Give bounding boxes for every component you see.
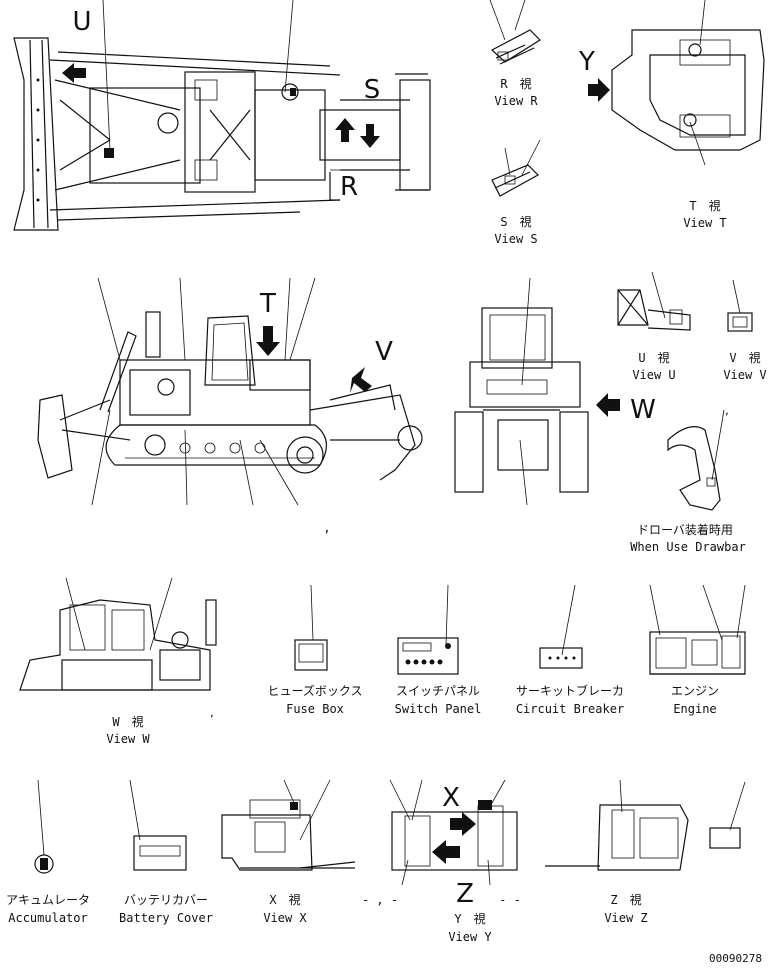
- view-u-detail: U 視 View U: [617, 271, 691, 382]
- view-v-jp: V 視: [729, 350, 760, 365]
- drawbar-jp: ドローバ装着時用: [637, 522, 733, 537]
- circuit-breaker-detail: サーキットブレーカ Circuit Breaker: [516, 584, 624, 716]
- fuse-box-detail: ヒューズボックス Fuse Box: [267, 584, 363, 716]
- view-v-en: View V: [723, 368, 766, 382]
- view-t-detail: Y T 視 View T: [578, 0, 765, 230]
- accumulator-jp: アキュムレータ: [6, 893, 90, 907]
- view-w-en: View W: [106, 732, 150, 746]
- fuse-box-jp: ヒューズボックス: [267, 683, 362, 698]
- view-s-en: View S: [494, 232, 537, 246]
- stray-comma-1: ,: [323, 521, 330, 535]
- view-y-en: View Y: [448, 930, 492, 944]
- view-y-detail: X Z - - Y 視 View Y: [389, 779, 521, 944]
- view-x-jp: X 視: [269, 892, 300, 907]
- engine-detail: エンジン Engine: [649, 584, 746, 716]
- view-t-en: View T: [683, 216, 726, 230]
- view-w-detail: , W 視 View W: [19, 577, 217, 746]
- dozer-rear-view: W: [454, 277, 656, 506]
- view-z-detail: Z 視 View Z: [545, 779, 689, 925]
- view-u-en: View U: [632, 368, 675, 382]
- circuit-breaker-jp: サーキットブレーカ: [516, 683, 624, 698]
- engine-jp: エンジン: [671, 684, 719, 698]
- stray-comma-3: ,: [209, 708, 215, 719]
- switch-panel-detail: スイッチパネル Switch Panel: [395, 584, 482, 716]
- view-x-en: View X: [263, 911, 307, 925]
- engine-en: Engine: [673, 702, 716, 716]
- drawbar-en: When Use Drawbar: [630, 540, 746, 554]
- view-v-detail: V 視 View V: [723, 279, 767, 382]
- view-w-jp: W 視: [112, 714, 143, 729]
- accumulator-detail: アキュムレータ Accumulator: [6, 779, 90, 925]
- view-letter-r: R: [340, 172, 358, 202]
- view-s-jp: S 視: [500, 214, 531, 229]
- view-s-detail: S 視 View S: [491, 139, 541, 246]
- battery-cover-en: Battery Cover: [119, 911, 213, 925]
- view-t-jp: T 視: [689, 198, 720, 213]
- view-letter-x: X: [442, 783, 460, 813]
- view-z-en: View Z: [604, 911, 647, 925]
- dozer-top-view: U S R: [13, 0, 431, 231]
- stray-comma-2: ,: [724, 406, 730, 417]
- view-r-detail: R 視 View R: [489, 0, 541, 108]
- view-letter-z: Z: [456, 879, 474, 909]
- switch-panel-jp: スイッチパネル: [396, 684, 480, 698]
- drawbar-detail: , ドローバ装着時用 When Use Drawbar: [630, 406, 746, 554]
- view-u-jp: U 視: [638, 350, 669, 365]
- view-letter-w: W: [630, 395, 656, 425]
- view-letter-y: Y: [578, 47, 595, 77]
- battery-cover-detail: バッテリカバー Battery Cover: [119, 779, 213, 925]
- marks-group-2: - -: [499, 893, 521, 907]
- view-y-jp: Y 視: [454, 911, 485, 926]
- view-r-en: View R: [494, 94, 538, 108]
- view-letter-t: T: [259, 289, 276, 319]
- battery-cover-jp: バッテリカバー: [124, 893, 208, 907]
- dozer-side-view: T V ,: [37, 277, 423, 535]
- view-letter-u: U: [72, 7, 91, 37]
- view-letter-v: V: [375, 337, 393, 367]
- view-r-jp: R 視: [500, 76, 531, 91]
- marks-group-1: - , -: [362, 893, 398, 907]
- view-z-jp: Z 視: [610, 892, 641, 907]
- accumulator-en: Accumulator: [8, 911, 87, 925]
- fuse-box-en: Fuse Box: [286, 702, 344, 716]
- figure-code: 00090278: [709, 952, 762, 965]
- view-letter-s: S: [364, 75, 381, 105]
- switch-panel-en: Switch Panel: [395, 702, 482, 716]
- view-x-detail: - , - X 視 View X: [221, 779, 398, 925]
- small-plate-detail: [709, 781, 746, 849]
- circuit-breaker-en: Circuit Breaker: [516, 702, 624, 716]
